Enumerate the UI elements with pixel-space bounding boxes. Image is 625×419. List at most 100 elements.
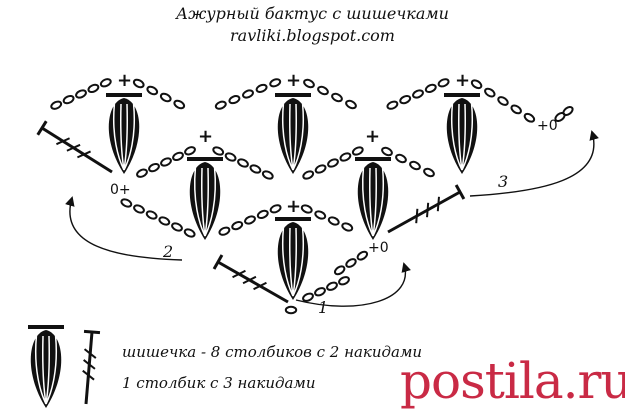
row-number-1: 1: [318, 298, 328, 317]
chain-stitch: [184, 146, 196, 156]
chain-stitch: [228, 95, 241, 105]
row-number-2: 2: [162, 242, 173, 261]
chain-stitch: [87, 83, 100, 94]
chain-stitch: [395, 153, 407, 164]
zero-plus-mark: 0+: [110, 182, 131, 198]
chain-stitch: [386, 100, 399, 110]
chain-stitch: [284, 305, 298, 315]
chain-stitch: [160, 157, 172, 167]
chain-stitch: [484, 87, 496, 98]
chain-stitch: [302, 292, 314, 302]
plus-mark: +: [286, 70, 301, 91]
bobble-stitch-group: [106, 93, 480, 300]
chain-stitch: [423, 167, 435, 178]
plus-mark: +: [455, 70, 470, 91]
chain-stitch: [345, 99, 357, 110]
chain-stitch: [145, 210, 158, 220]
chain-stitch: [409, 160, 421, 171]
chain-stitch: [424, 83, 437, 93]
chain-stitch: [120, 198, 133, 208]
chain-stitch: [562, 105, 574, 117]
treble-stitch: [82, 329, 101, 405]
bobble-stitch: [187, 157, 223, 240]
treble-stitch: [387, 184, 466, 234]
chain-stitch: [244, 215, 256, 225]
chain-stitch: [381, 146, 393, 157]
chain-stitch: [523, 112, 536, 123]
chain-stitch: [218, 226, 231, 236]
treble-stitch: [212, 254, 289, 304]
chain-stitch: [437, 78, 450, 88]
chain-stitch: [256, 209, 269, 219]
chain-stitch: [148, 162, 160, 173]
plus-mark: +: [365, 126, 380, 147]
chain-stitch: [132, 78, 145, 89]
row2-arrow: [65, 196, 183, 261]
chain-stitch: [242, 89, 254, 99]
chain-stitch: [75, 89, 87, 99]
treble-legend-icon: [82, 329, 101, 405]
bobble-stitch: [106, 93, 142, 174]
chain-stitch: [345, 258, 357, 268]
chain-stitch: [269, 204, 282, 214]
bobble-stitch: [275, 93, 311, 174]
plus-zero-mark: +0: [368, 240, 389, 256]
chain-stitch: [269, 78, 282, 88]
plus-mark: +: [286, 196, 301, 217]
chain-stitch: [62, 94, 75, 105]
chain-stitch: [302, 170, 315, 180]
bobble-legend-icon: [28, 325, 64, 408]
chain-stitch: [172, 151, 184, 162]
chain-stitch: [249, 164, 262, 174]
chain-stitch: [224, 152, 237, 162]
chain-stitch: [314, 164, 327, 174]
bobble-stitch: [444, 93, 480, 174]
chain-stitch: [317, 85, 329, 96]
chain-stitch: [183, 228, 196, 238]
chain-stitch: [327, 158, 339, 168]
chain-stitch: [261, 170, 274, 180]
chain-stitch: [314, 210, 327, 220]
chain-stitch: [470, 79, 483, 90]
chain-stitch: [231, 221, 244, 231]
bobble-stitch: [28, 325, 64, 408]
chain-stitch: [356, 250, 369, 261]
chain-stitch: [255, 83, 268, 93]
chain-stitch: [300, 204, 313, 214]
chain-stitch: [327, 216, 340, 226]
plus-zero-mark: +0: [537, 118, 558, 134]
chain-stitch: [237, 158, 249, 168]
chain-stitch: [314, 287, 326, 297]
chain-stitch: [303, 78, 315, 89]
chain-stitch: [399, 95, 412, 105]
row3-arrow: [469, 130, 599, 197]
chain-stitch: [133, 204, 145, 214]
diagram-subtitle: ravliki.blogspot.com: [230, 26, 395, 45]
treble-legend-label: 1 столбик с 3 накидами: [122, 374, 316, 392]
bobble-stitch: [275, 217, 311, 300]
chain-stitch: [333, 265, 346, 276]
row-number-3: 3: [498, 172, 508, 191]
chain-stitch: [159, 92, 172, 103]
treble-stitch-group: [36, 120, 466, 304]
chain-stitch: [99, 78, 112, 88]
chain-stitch-group: [50, 78, 574, 315]
chain-stitch: [171, 222, 183, 232]
chain-stitch: [158, 216, 171, 226]
row1-arrow: [295, 262, 411, 307]
chain-stitch: [497, 96, 509, 106]
chain-stitch: [326, 281, 338, 291]
bobble-legend-label: шишечка - 8 столбиков с 2 накидами: [122, 343, 423, 361]
chain-stitch: [214, 100, 227, 110]
treble-stitch: [36, 120, 113, 174]
chain-stitch: [146, 85, 159, 96]
plus-mark: +: [117, 70, 132, 91]
chain-stitch: [339, 152, 352, 162]
bobble-stitch: [355, 157, 391, 240]
postila-watermark: postila.ru: [400, 352, 625, 410]
diagram-title: Ажурный бактус с шишечками: [176, 4, 449, 23]
chain-stitch: [212, 146, 225, 156]
chain-stitch: [510, 104, 522, 115]
chain-stitch: [136, 168, 148, 178]
